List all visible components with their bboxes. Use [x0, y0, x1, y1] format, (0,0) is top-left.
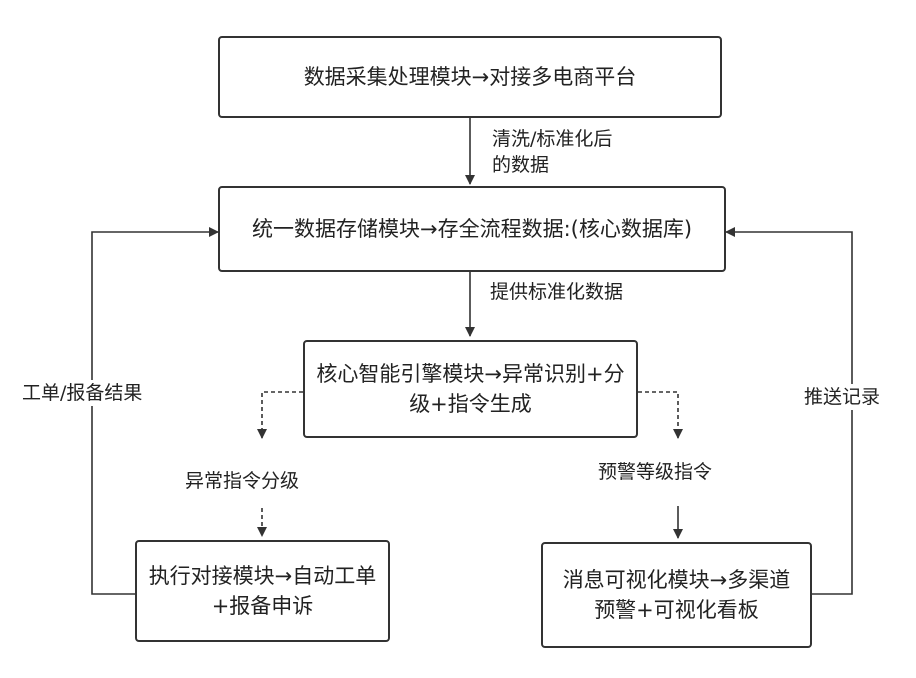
arrow-visual-to-storage	[726, 232, 852, 594]
edge-label-anomaly: 异常指令分级	[185, 468, 355, 494]
node-execution: 执行对接模块→自动工单+报备申诉	[135, 540, 390, 642]
node-data-collection-label: 数据采集处理模块→对接多电商平台	[304, 62, 637, 92]
edge-label-provide: 提供标准化数据	[490, 279, 640, 305]
node-execution-label: 执行对接模块→自动工单+报备申诉	[147, 561, 378, 621]
node-data-storage: 统一数据存储模块→存全流程数据:(核心数据库)	[218, 186, 726, 272]
edge-label-warning: 预警等级指令	[598, 459, 768, 485]
node-visualization-label: 消息可视化模块→多渠道预警+可视化看板	[553, 565, 800, 625]
arrow-engine-to-warning	[638, 392, 678, 438]
node-visualization: 消息可视化模块→多渠道预警+可视化看板	[541, 542, 812, 648]
arrow-engine-to-anomaly	[262, 392, 303, 438]
node-core-engine-label: 核心智能引擎模块→异常识别+分级+指令生成	[315, 359, 626, 419]
node-data-collection: 数据采集处理模块→对接多电商平台	[218, 36, 722, 118]
edge-label-push: 推送记录	[804, 384, 904, 410]
node-data-storage-label: 统一数据存储模块→存全流程数据:(核心数据库)	[252, 214, 692, 244]
node-core-engine: 核心智能引擎模块→异常识别+分级+指令生成	[303, 340, 638, 438]
edge-label-cleaned: 清洗/标准化后的数据	[492, 126, 617, 178]
edge-label-feedback: 工单/报备结果	[22, 380, 164, 406]
